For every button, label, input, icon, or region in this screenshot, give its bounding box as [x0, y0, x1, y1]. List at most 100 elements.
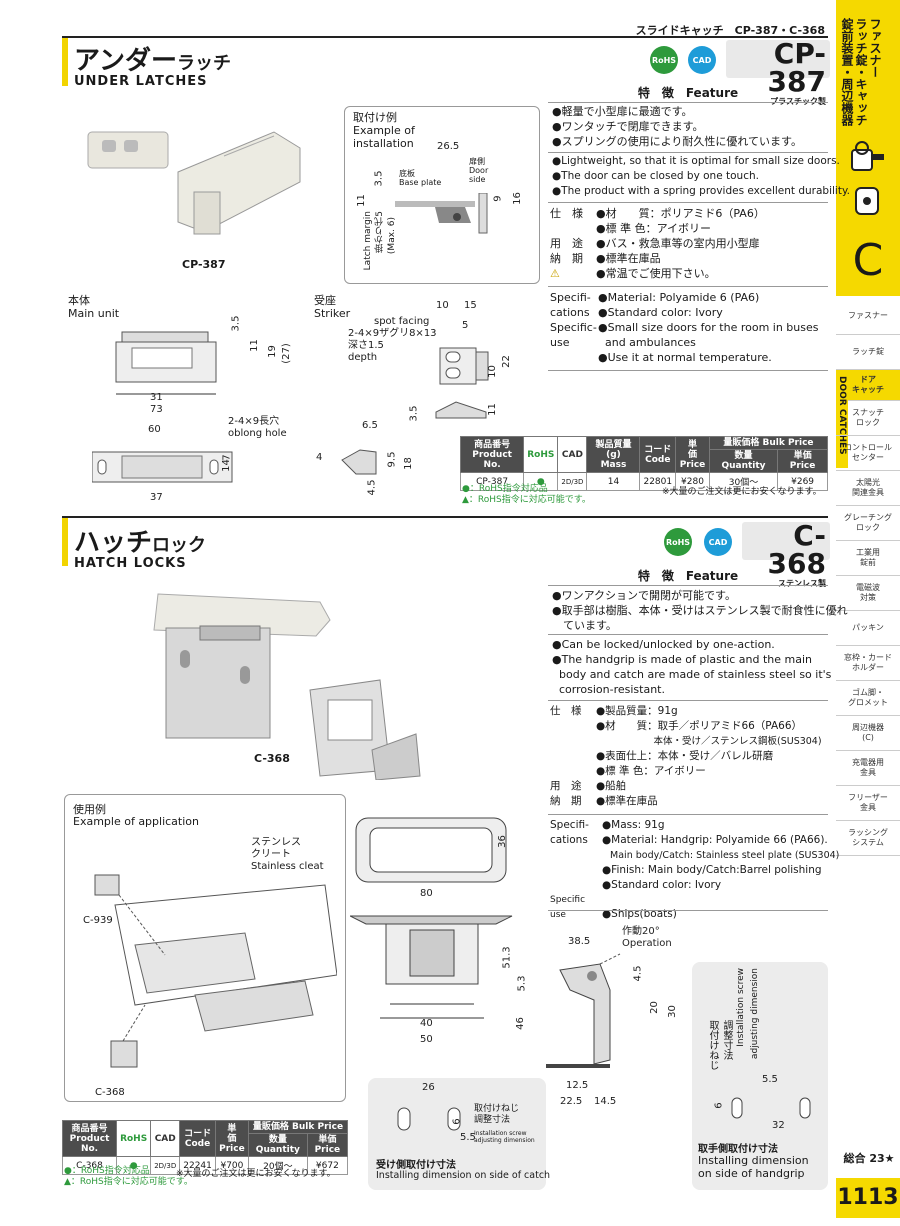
cell-cad[interactable]: 2D/3D: [557, 472, 588, 491]
spec-key: Specifi-: [550, 819, 589, 831]
sidebar-item-control-center[interactable]: コントロール センター: [836, 436, 900, 471]
sidebar-item-lashing[interactable]: ラッシング システム: [836, 821, 900, 856]
spec-jp: 仕 様●製品質量：91g ●材 質：取手／ポリアミド66（PA66） 本体・受け…: [550, 704, 822, 809]
feature-item: ●ワンアクションで開閉が可能です。: [552, 589, 736, 602]
sidebar-item-grating-lock[interactable]: グレーチング ロック: [836, 506, 900, 541]
dim: 9.5: [386, 451, 398, 468]
dim: 36: [496, 835, 508, 848]
cad-badge[interactable]: CAD: [704, 528, 732, 556]
dim: 80: [420, 888, 433, 899]
spec-value: ●材 質：ポリアミド6（PA6）: [596, 207, 765, 220]
dim: 5.3: [516, 975, 528, 992]
sidebar-item-peripherals[interactable]: 周辺機器 (C): [836, 716, 900, 751]
spec-value: ●標 準 色：アイボリー: [596, 222, 712, 235]
cad-badge[interactable]: CAD: [688, 46, 716, 74]
product-code-box: C-368 ステンレス製: [742, 522, 830, 588]
feature-item: ●The handgrip is made of plastic and the…: [552, 653, 812, 666]
spec-en: Specifi-●Material: Polyamide 6 (PA6) cat…: [550, 290, 819, 365]
sidebar-item-charger[interactable]: 充電器用 金具: [836, 751, 900, 786]
sidebar-item-snatch-lock[interactable]: スナッチ ロック: [836, 401, 900, 436]
cell-rohs: ●: [116, 1156, 152, 1175]
cell-qty: 30個～: [708, 472, 779, 491]
catch-side-title-en: Installing dimension on side of catch: [376, 1170, 551, 1181]
install-title-jp: 取付け例: [353, 111, 397, 124]
base-jp: 底板: [399, 169, 415, 178]
dim: 11: [486, 403, 498, 416]
dim: 18: [402, 457, 414, 470]
dim: 3.5: [408, 405, 420, 422]
sidebar-item-packing[interactable]: パッキン: [836, 611, 900, 646]
spec-key: 仕 様: [550, 207, 583, 220]
cp387-photo: [87, 131, 301, 235]
spec-value: ●Finish: Main body/Catch:Barrel polishin…: [602, 864, 822, 876]
material-note: ステンレス製: [778, 579, 826, 588]
label-en: Main unit: [68, 307, 120, 320]
dim: 50: [420, 1034, 433, 1045]
divider: [548, 634, 828, 635]
spec-key: Specific use: [550, 895, 586, 920]
sidebar-item-emi[interactable]: 電磁波 対策: [836, 576, 900, 611]
feature-item: ●軽量で小型扉に最適です。: [552, 105, 693, 118]
dim: 19: [266, 345, 278, 358]
photo-caption: CP-387: [182, 258, 226, 271]
dim: 5: [462, 320, 469, 331]
sidebar-item-industrial-lock[interactable]: 工業用 錠前: [836, 541, 900, 576]
th-cc: コード Code: [179, 1120, 216, 1157]
handgrip-holes-drawing: [731, 1097, 811, 1119]
spec-value: ●Mass: 91g: [602, 819, 665, 831]
application-example: 使用例 Example of application ステンレス クリート St…: [64, 794, 346, 1102]
spec-value: ●標準在庫品: [596, 795, 658, 807]
feature-item: ●Can be locked/unlocked by one-action.: [552, 638, 775, 651]
title-en: UNDER LATCHES: [74, 74, 208, 89]
feature-heading: 特 徴 Feature: [637, 569, 739, 583]
spec-value: ●Use it at normal temperature.: [598, 351, 772, 364]
dim: 38.5: [568, 936, 591, 947]
op-jp: 作動20°: [622, 926, 660, 937]
dim: 26: [422, 1082, 435, 1093]
operation-label: 作動20°Operation: [622, 926, 672, 950]
handgrip-screw-en: Installation screw: [736, 968, 746, 1047]
sidebar-item-rubber-foot[interactable]: ゴム脚・ グロメット: [836, 681, 900, 716]
page-number: 1113: [836, 1178, 900, 1218]
cell-cad[interactable]: 2D/3D: [150, 1156, 181, 1175]
catch-icon: [855, 187, 879, 215]
sidebar-item-window-frame[interactable]: 窓枠・カード ホルダー: [836, 646, 900, 681]
dim: 46: [514, 1017, 526, 1030]
handgrip-screw-label: 調整寸法: [721, 1020, 732, 1060]
note: ▲：RoHS指令に対応可能です。: [462, 495, 591, 505]
features-en: ●Can be locked/unlocked by one-action. ●…: [552, 637, 831, 697]
sidebar-item-freezer[interactable]: フリーザー 金具: [836, 786, 900, 821]
spec-value: ●表面仕上：本体・受け／バレル研磨: [596, 750, 774, 762]
door-en: Door: [469, 166, 489, 175]
screw-en: Installation screw: [474, 1130, 527, 1137]
th-qty: 数量 Quantity: [708, 449, 779, 473]
dim: 14: [220, 459, 232, 472]
dim: 4.5: [366, 479, 378, 496]
material-note: プラスチック製: [730, 96, 826, 107]
sidebar-item-latch[interactable]: ラッチ錠: [836, 335, 900, 370]
spec-value: Main body/Catch: Stainless steel plate (…: [604, 850, 840, 861]
spec-key: 納 期: [550, 252, 583, 265]
dim: 10: [486, 365, 498, 378]
sidebar-item-fastener[interactable]: ファスナー: [836, 298, 900, 335]
sidebar-item-solar[interactable]: 太陽光 関連金具: [836, 471, 900, 506]
product-code: CP-387: [767, 37, 826, 98]
spec-value: ●標 準 色：アイボリー: [596, 765, 706, 777]
handgrip-screw-label: 取付けねじ: [706, 1020, 718, 1070]
divider: [548, 910, 828, 911]
spec-value: and ambulances: [598, 336, 696, 349]
dim: 10: [436, 300, 449, 311]
sidebar-category-latch: ラッチ錠・キャッチ: [854, 18, 868, 126]
cell-mass: 14: [586, 472, 641, 491]
spot-en: spot facing: [374, 316, 430, 327]
label-en: Striker: [314, 307, 351, 320]
page-title-cp387: アンダーラッチ: [74, 40, 231, 77]
sidebar-item-label: ラッチ錠: [852, 347, 884, 356]
sidebar-item-label: ドア キャッチ: [852, 375, 884, 394]
sidebar-item-label: スナッチ ロック: [852, 408, 884, 427]
latch-margin-jp: 掛かり代5: [375, 211, 385, 253]
